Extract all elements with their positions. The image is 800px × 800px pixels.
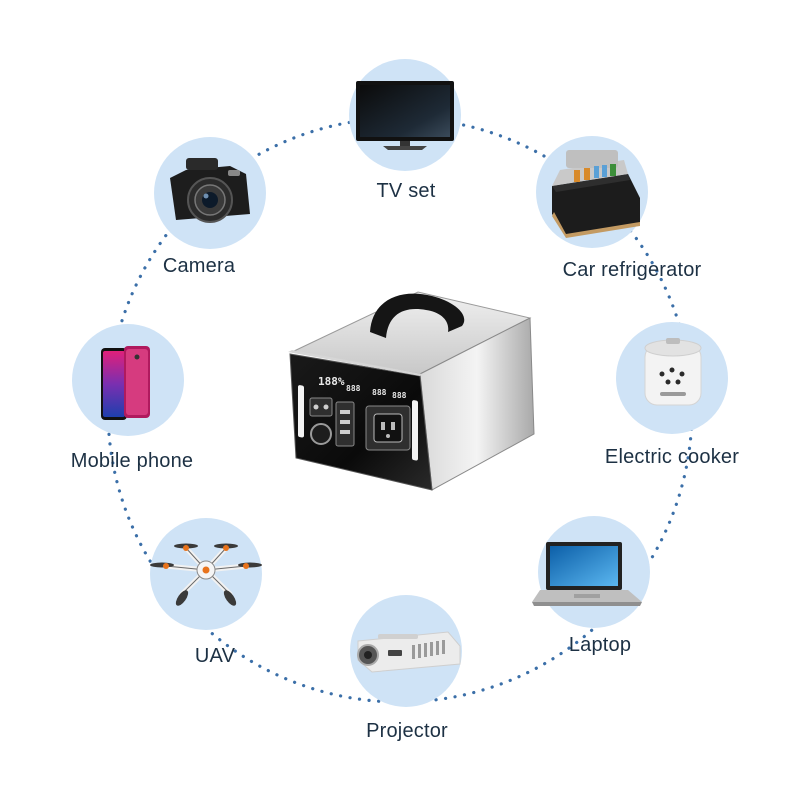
svg-text:888: 888 [346,384,361,393]
svg-text:888: 888 [372,388,387,397]
laptop-icon [532,542,642,606]
mobile-phone-label: Mobile phone [70,450,194,472]
mobile-phone-icon [101,346,150,420]
svg-text:188%: 188% [318,375,345,388]
camera-icon [170,158,250,223]
electric-cooker-icon [644,338,702,406]
projector-label: Projector [366,720,448,742]
tv-label: TV set [376,180,436,202]
drone-icon [150,543,262,606]
car-refrigerator-label: Car refrigerator [562,259,702,281]
svg-text:888: 888 [392,391,407,400]
uav-label: UAV [194,645,236,667]
car-refrigerator-icon [552,150,640,238]
tv-icon [356,81,454,150]
projector-icon [357,631,461,673]
camera-label: Camera [162,255,236,277]
laptop-label: Laptop [568,634,632,656]
portable-power-station-icon: 188% 888 888 888 [288,291,535,491]
electric-cooker-label: Electric cooker [604,446,740,468]
